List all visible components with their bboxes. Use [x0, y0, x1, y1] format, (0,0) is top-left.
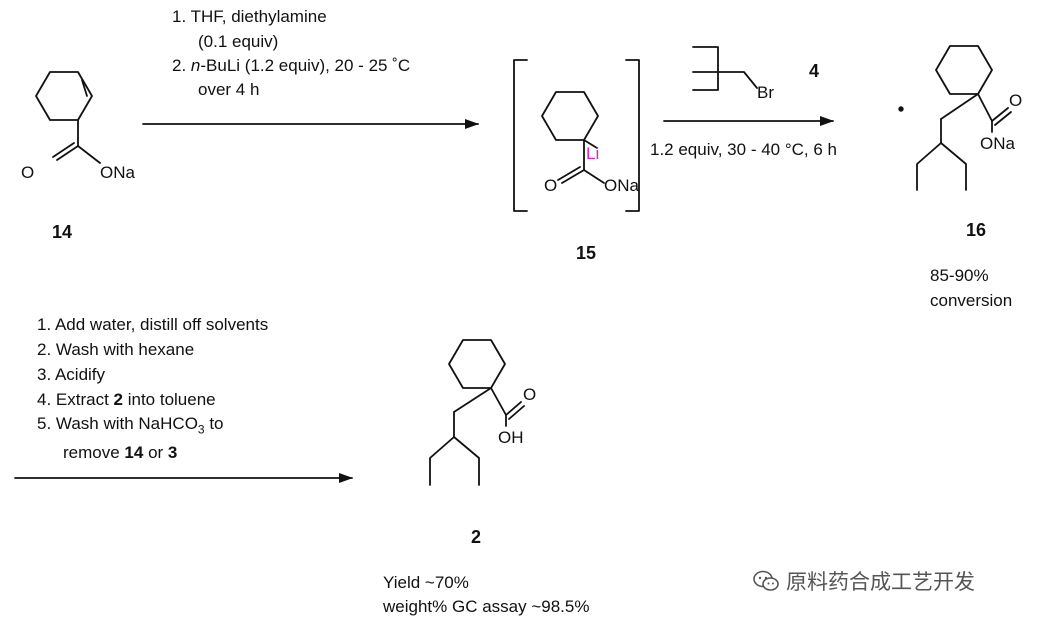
bracket-left: [513, 59, 528, 212]
step1-line3-rest: -BuLi (1.2 equiv), 20 - 25 ˚C: [200, 56, 411, 75]
step3-line4: 4. Extract 2 into toluene: [37, 390, 216, 410]
step3-line6-mid: or: [143, 443, 168, 462]
compound-4-structure: [692, 46, 758, 91]
step3-line5-sub: 3: [197, 422, 205, 437]
step1-line2: (0.1 equiv): [198, 32, 279, 51]
step2-conditions: 1.2 equiv, 30 - 40 °C, 6 h: [650, 140, 837, 159]
atom-ona-16: ONa: [980, 134, 1016, 153]
step3-line1: 1. Add water, distill off solvents: [37, 315, 269, 334]
atom-o-15: O: [544, 176, 557, 195]
step3-line5: 5. Wash with NaHCO3 to: [37, 414, 224, 439]
atom-ona-15: ONa: [604, 176, 640, 195]
watermark-text: 原料药合成工艺开发: [786, 571, 975, 594]
compound-15-label: 15: [576, 243, 597, 263]
atom-br-4: Br: [757, 83, 774, 102]
step3-line4-pre: 4. Extract: [37, 390, 114, 409]
wechat-icon: [753, 570, 779, 591]
conversion-percent: 85-90%: [930, 266, 989, 285]
compound-14-label: 14: [52, 222, 73, 242]
step3-line6-pre: remove: [63, 443, 125, 462]
compound-2-label: 2: [471, 527, 482, 547]
reagent-4-label: 4: [809, 61, 820, 81]
step3-line4-bold: 2: [113, 390, 123, 409]
step1-line3-italic: n: [190, 56, 201, 75]
step3-line6-bold1: 14: [124, 443, 144, 462]
compound-14-structure: [35, 71, 101, 164]
yield-text: Yield ~70%: [383, 573, 469, 592]
atom-o-16: O: [1009, 91, 1022, 110]
step3-line5-post: to: [204, 414, 224, 433]
atom-o-14: O: [21, 163, 34, 182]
atom-o-2: O: [523, 385, 536, 404]
compound-2-structure: [429, 339, 525, 486]
step3-line5-pre: 5. Wash with NaHCO: [37, 414, 198, 433]
step3-line6: remove 14 or 3: [63, 443, 177, 463]
atom-ona-14: ONa: [100, 163, 136, 182]
atom-li-15: Li: [586, 144, 599, 163]
step3-line3: 3. Acidify: [37, 365, 106, 384]
compound-16-label: 16: [966, 220, 987, 240]
step3-line4-post: into toluene: [123, 390, 216, 409]
step1-line3-prefix: 2.: [172, 56, 191, 75]
step1-line1: 1. THF, diethylamine: [172, 7, 327, 26]
step3-line2: 2. Wash with hexane: [37, 340, 195, 359]
compound-16-structure: [916, 45, 1012, 191]
watermark: 原料药合成工艺开发: [752, 566, 975, 596]
bracket-right: [625, 59, 640, 212]
conversion-text: conversion: [930, 291, 1013, 310]
assay-text: weight% GC assay ~98.5%: [383, 597, 590, 616]
step3-line6-bold2: 3: [167, 443, 178, 462]
atom-oh-2: OH: [498, 428, 524, 447]
dot-mark: [898, 106, 904, 112]
step1-line3: 2. n-BuLi (1.2 equiv), 20 - 25 ˚C: [172, 56, 410, 76]
step1-line4: over 4 h: [198, 80, 260, 99]
compound-15-structure: [541, 91, 605, 184]
